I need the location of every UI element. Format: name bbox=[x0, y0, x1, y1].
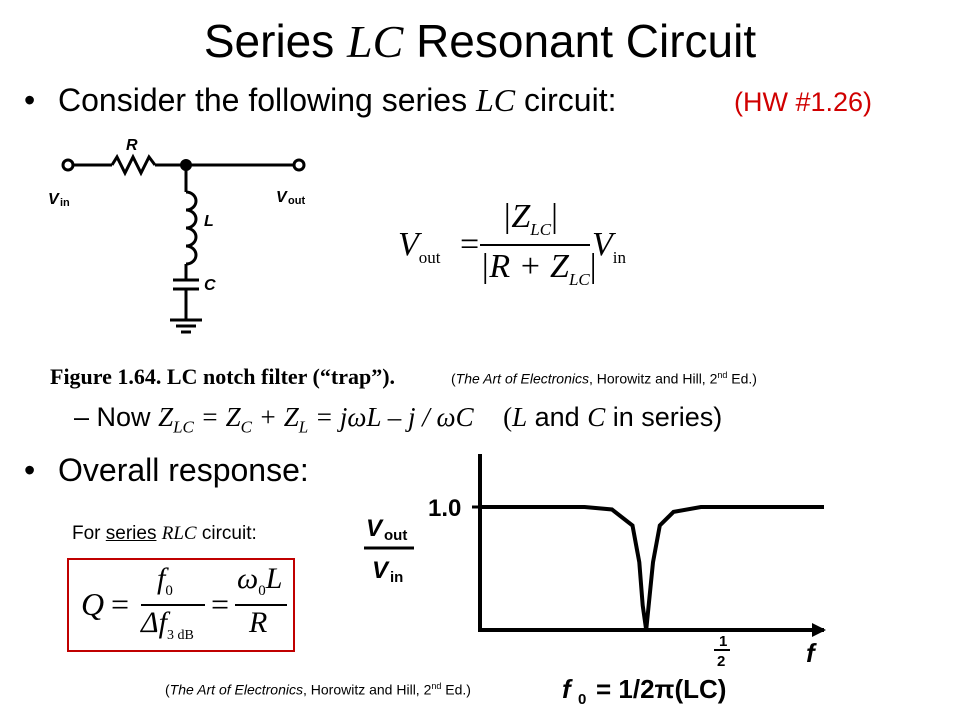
rlc-rlc: RLC bbox=[161, 523, 197, 544]
zl: + Z bbox=[251, 402, 299, 432]
citation-top: (The Art of Electronics, Horowitz and Hi… bbox=[451, 370, 757, 387]
rlc-pre: For bbox=[72, 523, 106, 544]
cite2-sup: nd bbox=[431, 681, 442, 691]
slide-title: Series LC Resonant Circuit bbox=[0, 14, 960, 68]
zc-sub: C bbox=[240, 417, 252, 437]
cite-open: ( bbox=[451, 370, 456, 387]
eq-vout-sub: out bbox=[418, 247, 441, 267]
citation-bottom: (The Art of Electronics, Horowitz and Hi… bbox=[165, 681, 471, 698]
eq-vin-sub: in bbox=[612, 247, 627, 267]
title-pre: Series bbox=[203, 15, 348, 67]
note-and: and bbox=[527, 402, 588, 432]
bullet2-text: Overall response: bbox=[58, 452, 309, 488]
vin-label: V bbox=[48, 191, 60, 208]
sub-now: Now bbox=[96, 402, 159, 432]
cite2-book: The Art of Electronics bbox=[169, 681, 303, 698]
resistor-label: R bbox=[126, 137, 138, 154]
y-label-denominator-sub: in bbox=[390, 569, 403, 586]
x-axis-arrow bbox=[812, 623, 826, 637]
vout-label: V bbox=[276, 189, 288, 206]
q-r: R bbox=[249, 606, 268, 639]
bullet-dot: • bbox=[24, 82, 36, 118]
vout-equation: Vout = |ZLC| |R + ZLC| Vin bbox=[398, 198, 627, 289]
cite-end: Ed.) bbox=[727, 370, 757, 387]
cite-sup: nd bbox=[717, 370, 728, 380]
notch-response-chart: 1.0 V out V in f f 0 = 1/2π(LC) 1 2 bbox=[364, 454, 826, 708]
sub-dash: – bbox=[74, 402, 90, 432]
f0-expression: = 1/2π(LC) bbox=[596, 674, 726, 704]
eq-fraction-bar bbox=[480, 244, 590, 246]
f0-label: f bbox=[562, 674, 573, 704]
title-post: Resonant Circuit bbox=[403, 15, 757, 67]
q-formula-box: Q = f0 Δf3 dB = ω0L R bbox=[67, 558, 295, 652]
vin-terminal bbox=[61, 158, 75, 172]
vout-terminal bbox=[292, 158, 306, 172]
zlc-sub: LC bbox=[173, 417, 194, 437]
hw-reference: (HW #1.26) bbox=[734, 87, 873, 117]
cite2-end: Ed.) bbox=[441, 681, 471, 698]
resistor-symbol bbox=[110, 153, 157, 177]
eq-numerator-sub: LC bbox=[530, 219, 552, 239]
rlc-post: circuit: bbox=[196, 523, 257, 544]
inductor-symbol bbox=[185, 190, 198, 266]
q-omega0-sub: 0 bbox=[258, 583, 266, 599]
eq-vin: V bbox=[592, 226, 613, 263]
zlc: Z bbox=[158, 402, 174, 432]
cite-book: The Art of Electronics bbox=[455, 370, 589, 387]
eq-denominator-sub: LC bbox=[568, 269, 590, 289]
bullet-dot-2: • bbox=[24, 452, 36, 488]
response-curve bbox=[482, 505, 824, 631]
bullet1-pre: Consider the following series bbox=[58, 82, 476, 118]
y-label-numerator: V bbox=[366, 515, 384, 542]
capacitor-label: C bbox=[204, 277, 216, 294]
q-omega0: ω bbox=[237, 562, 259, 595]
x-axis-label: f bbox=[806, 638, 817, 668]
y-tick-label: 1.0 bbox=[428, 495, 461, 522]
q-f0-sub: 0 bbox=[165, 583, 173, 599]
cite-rest: , Horowitz and Hill, 2 bbox=[588, 370, 718, 387]
note-rest: in series) bbox=[605, 402, 723, 432]
rlc-series: series bbox=[105, 523, 157, 544]
y-label-denominator: V bbox=[372, 557, 390, 584]
sub-bullet-zlc: – Now ZLC = ZC + ZL = jωL – j / ωC (L an… bbox=[74, 402, 722, 437]
y-label-numerator-sub: out bbox=[384, 527, 407, 544]
inductor-label: L bbox=[204, 213, 214, 230]
bullet-overall-response: • Overall response: bbox=[24, 452, 309, 489]
bullet1-post: circuit: bbox=[515, 82, 617, 118]
eq-numerator: |Z bbox=[502, 198, 531, 235]
eq-equals: = bbox=[460, 226, 480, 263]
q-f0: f bbox=[157, 562, 166, 595]
cite2-open: ( bbox=[165, 681, 170, 698]
note-l: L bbox=[512, 402, 528, 432]
exponent-numerator: 1 bbox=[719, 633, 727, 650]
title-lc: LC bbox=[347, 16, 404, 67]
q-equals-1: = bbox=[111, 586, 130, 622]
lc-circuit-diagram: R V in V out L C bbox=[48, 137, 306, 334]
zlc-expression: = jωL – j / ωC bbox=[308, 402, 474, 432]
f0-subscript: 0 bbox=[578, 691, 586, 708]
note-open: ( bbox=[503, 402, 513, 432]
note-c: C bbox=[587, 402, 606, 432]
q-df-sub: 3 dB bbox=[166, 628, 194, 643]
bullet-consider: • Consider the following series LC circui… bbox=[24, 82, 616, 119]
q-symbol: Q bbox=[81, 586, 105, 622]
bullet1-lc: LC bbox=[475, 82, 516, 118]
q-l: L bbox=[265, 562, 283, 595]
cite2-rest: , Horowitz and Hill, 2 bbox=[302, 681, 432, 698]
q-fraction-bar-1 bbox=[141, 604, 205, 606]
zc: = Z bbox=[193, 402, 241, 432]
vout-subscript: out bbox=[288, 195, 305, 207]
q-df: Δf bbox=[141, 606, 167, 639]
rlc-note: For series RLC circuit: bbox=[72, 523, 257, 545]
eq-denominator: |R + Z bbox=[480, 248, 569, 285]
eq-vout: V bbox=[398, 226, 419, 263]
figure-caption: Figure 1.64. LC notch filter (“trap”). bbox=[50, 364, 396, 389]
vin-subscript: in bbox=[60, 197, 70, 209]
zl-sub: L bbox=[298, 417, 309, 437]
q-fraction-bar-2 bbox=[235, 604, 287, 606]
exponent-denominator: 2 bbox=[717, 653, 725, 670]
q-equals-2: = bbox=[211, 586, 230, 622]
